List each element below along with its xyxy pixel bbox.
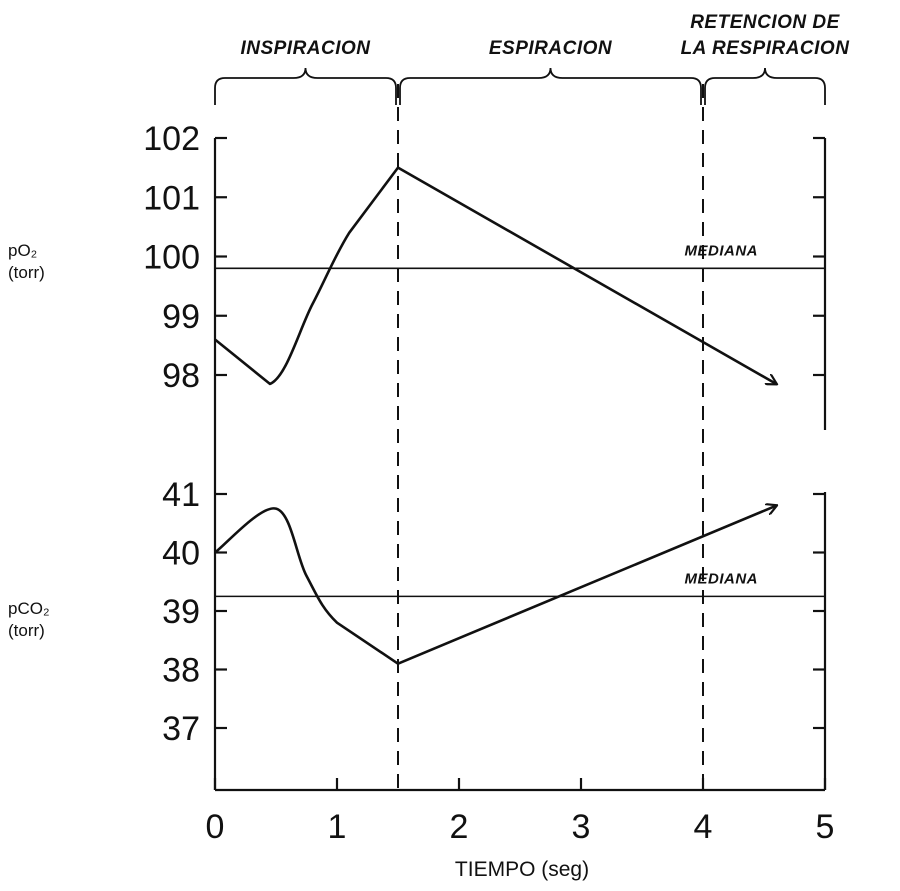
phase-label-2-0: RETENCION DE: [690, 12, 840, 33]
xtick-label-0: 0: [206, 808, 225, 846]
pco2-ytick-label-39: 39: [162, 593, 200, 631]
phase-dividers: [397, 84, 704, 790]
po2-axis-label-line2: (torr): [8, 263, 45, 282]
xtick-label-4: 4: [694, 808, 713, 846]
pco2-axis-label-line1: pCO₂: [8, 599, 50, 618]
xtick-label-2: 2: [450, 808, 469, 846]
po2-ytick-label-100: 100: [143, 239, 200, 277]
pco2-axis-label: pCO₂ (torr): [8, 598, 50, 642]
phase-label-2-1: LA RESPIRACION: [681, 38, 851, 59]
xtick-label-5: 5: [816, 808, 835, 846]
phase-header: INSPIRACION ESPIRACION RETENCION DE LA RESP…: [214, 12, 851, 105]
xtick-label-1: 1: [328, 808, 347, 846]
pco2-ytick-label-40: 40: [162, 535, 200, 573]
po2-ytick-label-102: 102: [143, 120, 200, 158]
phase-brace-2: [704, 67, 826, 105]
pco2-ytick-label-41: 41: [162, 476, 200, 514]
xtick-label-3: 3: [572, 808, 591, 846]
po2-median-label: MEDIANA: [685, 242, 759, 259]
pco2-series-line-0: [214, 506, 776, 665]
po2-ytick-label-98: 98: [162, 357, 200, 395]
x-axis-title: TIEMPO (seg): [455, 858, 589, 881]
po2-axis-label-line1: pO₂: [8, 241, 38, 260]
phase-brace-1: [399, 67, 702, 105]
pco2-median-label: MEDIANA: [685, 570, 759, 587]
pco2-ytick-label-37: 37: [162, 710, 200, 748]
phase-label-0-0: INSPIRACION: [240, 38, 371, 59]
phase-brace-0: [214, 67, 397, 105]
po2-ytick-label-101: 101: [143, 179, 200, 217]
po2-axis-label: pO₂ (torr): [8, 240, 45, 284]
po2-series-line-0: [214, 166, 776, 384]
pco2-axis-label-line2: (torr): [8, 621, 45, 640]
po2-ytick-label-99: 99: [162, 298, 200, 336]
axes-frame: [213, 138, 827, 792]
phase-label-1-0: ESPIRACION: [489, 38, 613, 59]
pco2-ytick-label-38: 38: [162, 652, 200, 690]
